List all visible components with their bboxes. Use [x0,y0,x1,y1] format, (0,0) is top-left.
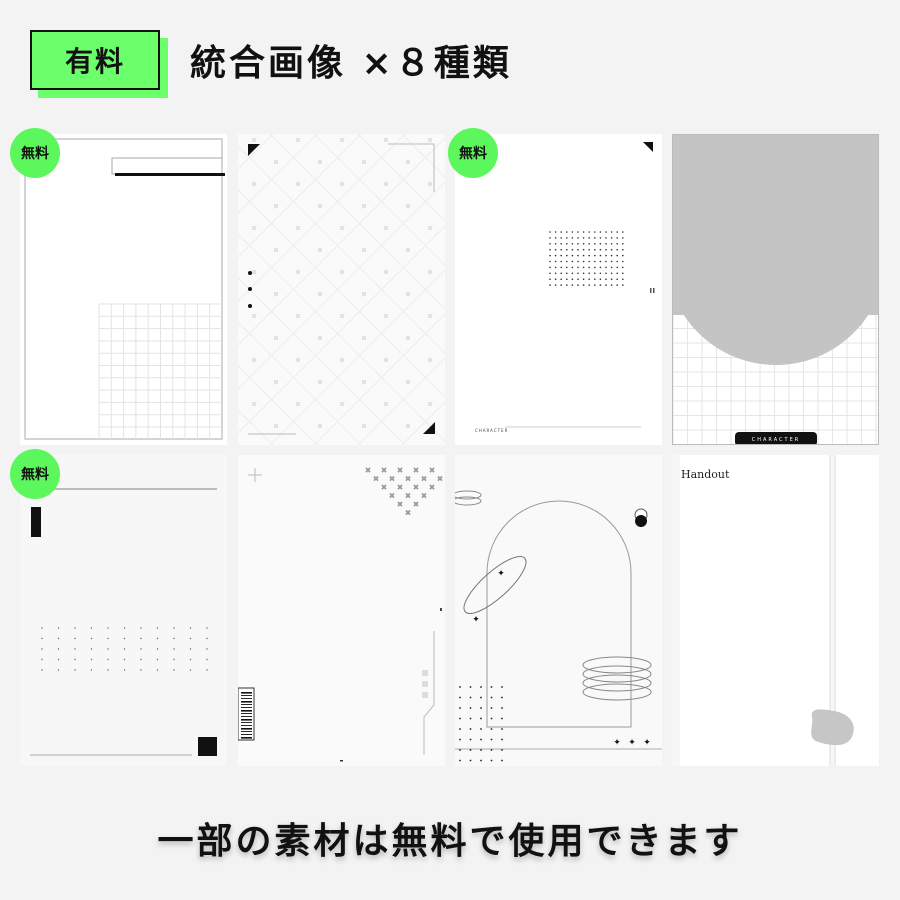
svg-text:✖: ✖ [429,466,436,475]
paid-badge: 有料 [30,30,168,98]
svg-text:✦: ✦ [613,738,621,748]
card-6-artwork: ✖✖✖✖✖✖✖✖✖✖✖✖✖✖✖✖✖✖✖✖✖ [238,466,445,762]
template-card-4[interactable]: CHARACTER [672,134,879,445]
svg-text:✖: ✖ [421,492,428,501]
free-badge-3: 無料 [448,128,498,178]
card-1-artwork [24,138,225,440]
svg-text:✖: ✖ [413,483,420,492]
svg-text:✖: ✖ [381,483,388,492]
template-card-2[interactable] [238,134,445,445]
footer-caption: 一部の素材は無料で使用できます [157,821,743,862]
svg-text:✖: ✖ [397,466,404,475]
svg-text:✖: ✖ [405,475,412,484]
headline: 統合画像 ×８種類 [190,43,512,84]
svg-text:✖: ✖ [365,466,372,475]
free-badge-label: 無料 [21,146,49,162]
template-card-1[interactable] [20,134,227,445]
card-3-caption: CHARACTER [475,428,508,433]
svg-text:✖: ✖ [413,500,420,509]
card-4-artwork: CHARACTER [673,135,878,444]
card-4-caption: CHARACTER [752,437,800,443]
svg-text:✖: ✖ [389,475,396,484]
template-card-8[interactable]: Handout [672,455,879,766]
template-card-3[interactable]: CHARACTER [455,134,662,445]
template-card-6[interactable]: ✖✖✖✖✖✖✖✖✖✖✖✖✖✖✖✖✖✖✖✖✖ [238,455,445,766]
card-7-artwork: ✦ ✦ ✦ ✦ ✦ [455,490,662,762]
card-3-artwork: CHARACTER [475,142,655,433]
svg-text:✖: ✖ [389,492,396,501]
free-badge-1: 無料 [10,128,60,178]
svg-text:✦: ✦ [472,615,480,625]
svg-text:✦: ✦ [628,738,636,748]
svg-text:✖: ✖ [397,483,404,492]
svg-text:✖: ✖ [373,475,380,484]
card-8-artwork: Handout [680,455,879,766]
svg-text:✖: ✖ [437,475,444,484]
free-badge-label: 無料 [21,467,49,483]
svg-text:✖: ✖ [381,466,388,475]
free-badge-5: 無料 [10,449,60,499]
svg-text:✖: ✖ [397,500,404,509]
svg-text:✦: ✦ [497,569,505,579]
free-badge-label: 無料 [459,146,487,162]
svg-text:✖: ✖ [429,483,436,492]
svg-text:✖: ✖ [405,492,412,501]
template-card-7[interactable]: ✦ ✦ ✦ ✦ ✦ [455,455,662,766]
paid-badge-label: 有料 [64,45,125,78]
card-8-title: Handout [681,468,730,481]
card-5-artwork [30,488,217,756]
card-2-artwork [238,134,445,445]
template-card-5[interactable] [20,455,227,766]
svg-text:✦: ✦ [643,738,651,748]
svg-text:✖: ✖ [413,466,420,475]
svg-text:✖: ✖ [421,475,428,484]
svg-text:✖: ✖ [405,509,412,518]
paid-badge-box: 有料 [30,30,160,90]
